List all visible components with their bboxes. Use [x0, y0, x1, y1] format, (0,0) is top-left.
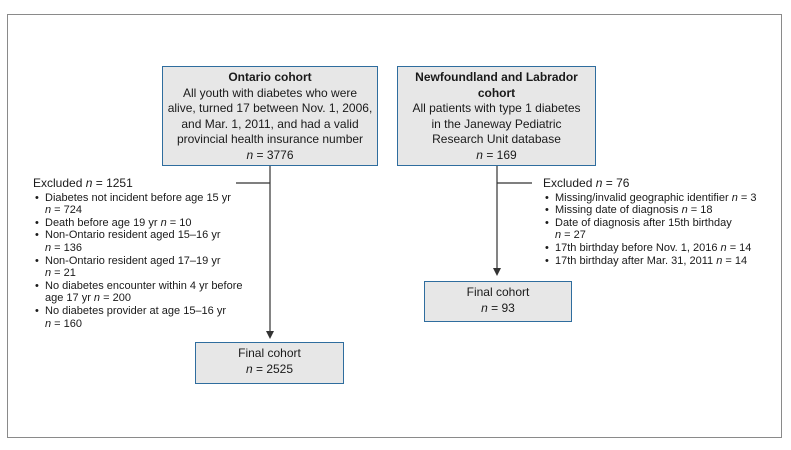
- nl-excluded-heading: Excluded n = 76: [543, 177, 768, 190]
- ontario-cohort-line-1: All youth with diabetes who were: [182, 85, 358, 100]
- n-symbol: n: [160, 216, 167, 229]
- ontario-cohort-line-4: provincial health insurance number: [176, 132, 364, 146]
- ontario-excluded-item: Diabetes not incident before age 15 yrn …: [33, 192, 248, 217]
- n-symbol: n: [93, 292, 101, 305]
- excluded-reason: No diabetes provider at age 15–16 yr: [45, 304, 227, 317]
- n-symbol: n: [481, 300, 488, 315]
- ontario-final-count-value: = 2525: [252, 361, 294, 376]
- excluded-reason: Death before age 19 yr: [45, 216, 161, 229]
- ontario-final-count: n = 2525: [196, 362, 343, 378]
- nl-cohort-count: n = 169: [398, 148, 595, 164]
- excluded-count: = 27: [561, 229, 586, 242]
- nl-final-count: n = 93: [425, 301, 571, 317]
- excluded-count: = 724: [51, 204, 83, 217]
- ontario-cohort-title: Ontario cohort: [228, 70, 312, 84]
- n-symbol: n: [476, 147, 483, 162]
- n-symbol: n: [595, 176, 603, 190]
- ontario-excluded-count: = 1251: [92, 176, 133, 190]
- nl-excluded-item: Missing/invalid geographic identifier n …: [543, 192, 768, 205]
- nl-cohort-line-3: Research Unit database: [432, 132, 561, 146]
- nl-excluded-label: Excluded: [543, 176, 596, 190]
- excluded-count: = 10: [166, 216, 192, 229]
- nl-excluded-count: = 76: [602, 176, 630, 190]
- ontario-cohort-count-value: = 3776: [253, 147, 294, 162]
- excluded-count: = 18: [687, 204, 713, 217]
- excluded-count: = 14: [722, 254, 748, 267]
- n-symbol: n: [45, 317, 52, 330]
- n-symbol: n: [720, 241, 727, 254]
- excluded-count: = 160: [51, 317, 83, 330]
- excluded-reason: Non-Ontario resident aged 17–19 yr: [45, 254, 221, 267]
- nl-final-label: Final cohort: [466, 285, 530, 299]
- ontario-excluded-list: Diabetes not incident before age 15 yrn …: [33, 192, 248, 331]
- excluded-reason: Diabetes not incident before age 15 yr: [45, 191, 231, 204]
- ontario-excluded-block: Excluded n = 1251 Diabetes not incident …: [33, 177, 248, 330]
- ontario-cohort-count: n = 3776: [163, 148, 377, 164]
- n-symbol: n: [731, 191, 738, 204]
- excluded-reason: Missing/invalid geographic identifier: [555, 191, 732, 204]
- nl-excluded-item: Missing date of diagnosis n = 18: [543, 204, 768, 217]
- nl-cohort-box: Newfoundland and Labrador cohort All pat…: [397, 66, 596, 166]
- n-symbol: n: [85, 176, 93, 190]
- excluded-reason-cont: age 17 yr: [45, 292, 94, 305]
- ontario-excluded-item: Non-Ontario resident aged 17–19 yrn = 21: [33, 255, 248, 280]
- nl-excluded-list: Missing/invalid geographic identifier n …: [543, 192, 768, 268]
- figure-frame: [7, 14, 782, 438]
- excluded-count: = 200: [100, 292, 131, 305]
- ontario-cohort-box: Ontario cohort All youth with diabetes w…: [162, 66, 378, 166]
- nl-cohort-title-line-1: Newfoundland and Labrador: [415, 70, 578, 84]
- nl-excluded-item: 17th birthday before Nov. 1, 2016 n = 14: [543, 242, 768, 255]
- n-symbol: n: [555, 229, 562, 242]
- ontario-final-label: Final cohort: [238, 346, 301, 360]
- n-symbol: n: [246, 147, 254, 162]
- excluded-reason: 17th birthday before Nov. 1, 2016: [555, 241, 721, 254]
- nl-final-cohort-box: Final cohort n = 93: [424, 281, 572, 322]
- ontario-cohort-line-3: and Mar. 1, 2011, and had a valid: [181, 116, 359, 131]
- ontario-excluded-label: Excluded: [33, 176, 86, 190]
- excluded-reason: Missing date of diagnosis: [555, 204, 682, 217]
- excluded-reason: Date of diagnosis after 15th birthday: [555, 216, 732, 229]
- excluded-reason: Non-Ontario resident aged 15–16 yr: [45, 229, 221, 242]
- ontario-excluded-item: No diabetes provider at age 15–16 yrn = …: [33, 305, 248, 330]
- ontario-excluded-item: Non-Ontario resident aged 15–16 yrn = 13…: [33, 229, 248, 254]
- ontario-final-cohort-box: Final cohort n = 2525: [195, 342, 344, 384]
- n-symbol: n: [716, 254, 723, 267]
- n-symbol: n: [45, 267, 52, 280]
- excluded-count: = 3: [737, 191, 757, 204]
- nl-excluded-block: Excluded n = 76 Missing/invalid geograph…: [543, 177, 768, 267]
- ontario-excluded-heading: Excluded n = 1251: [33, 177, 248, 190]
- n-symbol: n: [681, 204, 688, 217]
- ontario-excluded-item: Death before age 19 yr n = 10: [33, 217, 248, 230]
- nl-cohort-line-2: in the Janeway Pediatric: [431, 116, 562, 131]
- ontario-excluded-item: No diabetes encounter within 4 yr before…: [33, 280, 248, 305]
- nl-final-count-value: = 93: [487, 300, 515, 315]
- n-symbol: n: [45, 241, 52, 254]
- n-symbol: n: [245, 361, 253, 376]
- excluded-reason: No diabetes encounter within 4 yr before: [45, 279, 243, 292]
- nl-cohort-count-value: = 169: [482, 147, 517, 162]
- nl-cohort-title-line-2: cohort: [477, 85, 516, 100]
- n-symbol: n: [45, 204, 52, 217]
- excluded-reason: 17th birthday after Mar. 31, 2011: [555, 254, 717, 267]
- excluded-count: = 21: [51, 267, 76, 280]
- nl-excluded-item: 17th birthday after Mar. 31, 2011 n = 14: [543, 255, 768, 268]
- nl-cohort-line-1: All patients with type 1 diabetes: [412, 101, 581, 115]
- ontario-cohort-line-2: alive, turned 17 between Nov. 1, 2006,: [167, 101, 373, 115]
- excluded-count: = 14: [726, 241, 752, 254]
- excluded-count: = 136: [51, 241, 83, 254]
